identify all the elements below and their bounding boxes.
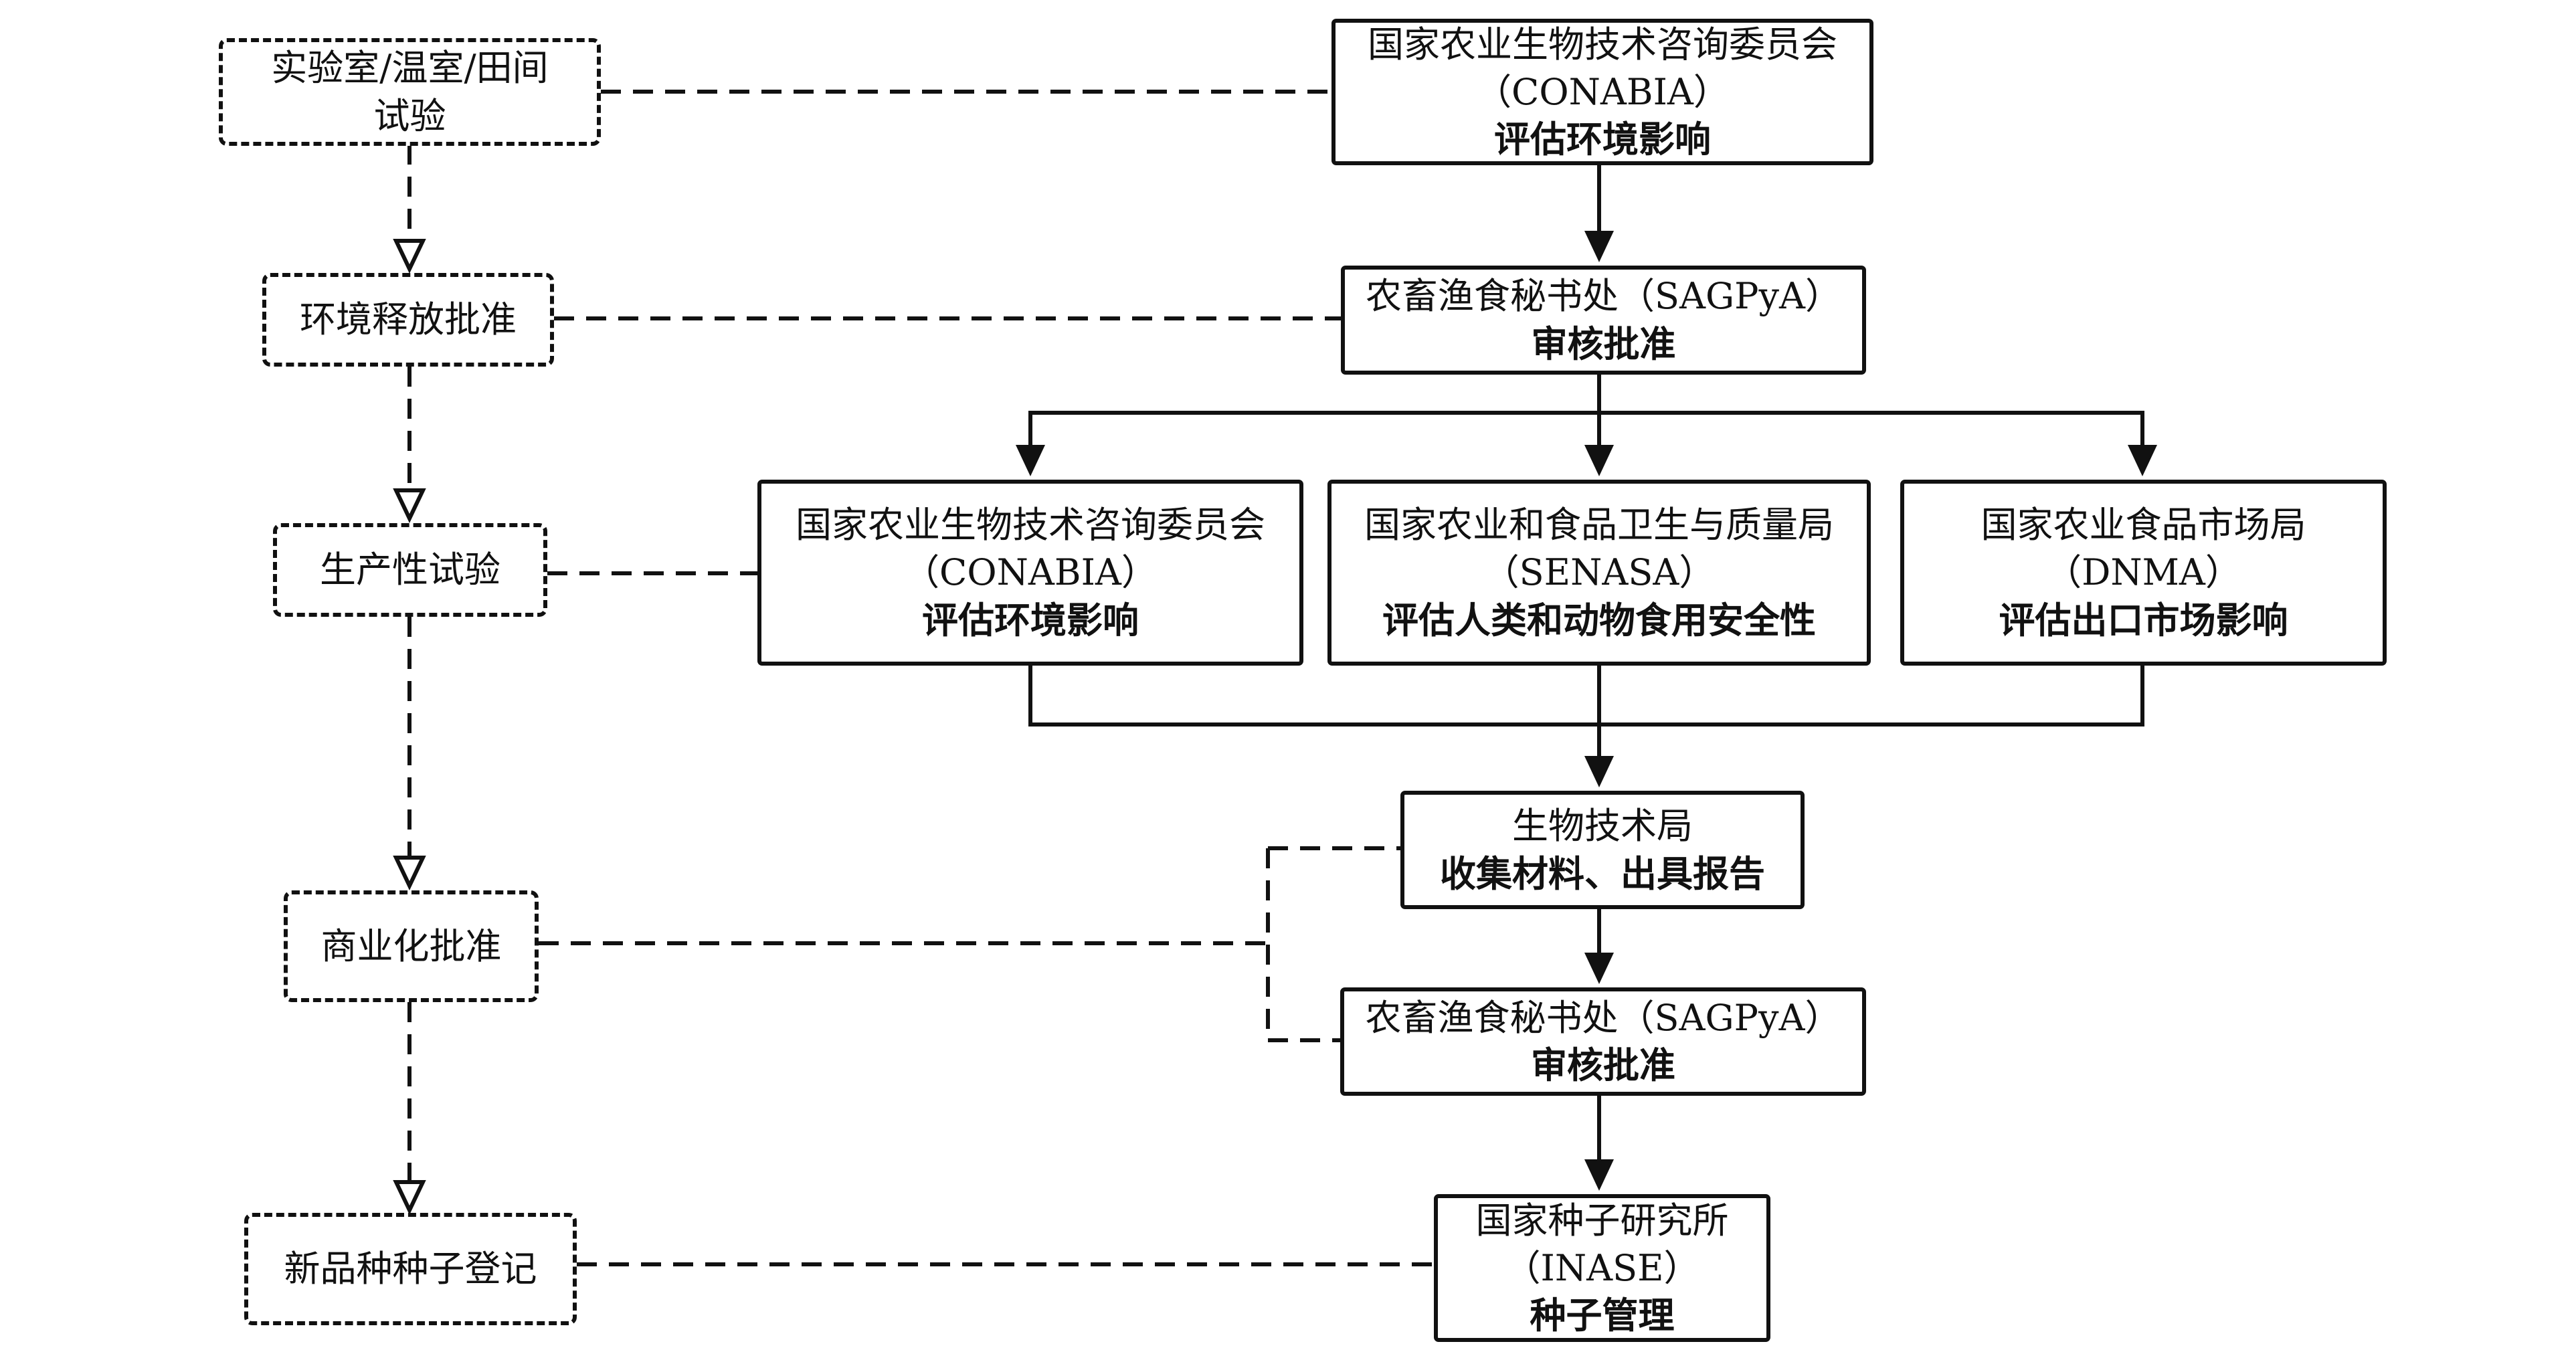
agency-biotech-office-name: 生物技术局: [1512, 805, 1693, 848]
hollow-arrowhead: [393, 856, 426, 890]
hollow-arrowhead: [393, 488, 426, 523]
agency-biotech-office-task: 收集材料、出具报告: [1440, 852, 1765, 895]
hollow-arrowhead: [393, 1180, 426, 1215]
agency-sagpya-top: 农畜渔食秘书处（SAGPyA） 审核批准: [1341, 266, 1866, 375]
agency-conabia-top-name: 国家农业生物技术咨询委员会: [1368, 23, 1837, 66]
arrowhead: [1584, 756, 1614, 787]
agency-sagpya-bottom-task: 审核批准: [1531, 1044, 1675, 1086]
stage-lab-trial: 实验室/温室/田间 试验: [219, 38, 601, 146]
agency-inase-name: 国家种子研究所: [1475, 1199, 1729, 1242]
stage-lab-trial-line2: 试验: [373, 94, 446, 137]
arrowhead: [1584, 231, 1614, 262]
agency-dnma-name: 国家农业食品市场局: [1981, 504, 2306, 547]
agency-dnma: 国家农业食品市场局 （DNMA） 评估出口市场影响: [1900, 480, 2387, 666]
agency-conabia-top: 国家农业生物技术咨询委员会 （CONABIA） 评估环境影响: [1331, 19, 1873, 165]
arrowhead: [2128, 445, 2157, 476]
agency-sagpya-top-name: 农畜渔食秘书处（SAGPyA）: [1366, 275, 1841, 318]
stage-production-trial: 生产性试验: [273, 523, 547, 617]
agency-dnma-task: 评估出口市场影响: [1999, 598, 2288, 642]
agency-conabia-top-task: 评估环境影响: [1494, 118, 1711, 161]
agency-conabia-middle-abbr: （CONABIA）: [903, 551, 1158, 594]
agency-sagpya-bottom: 农畜渔食秘书处（SAGPyA） 审核批准: [1340, 987, 1866, 1096]
agency-dnma-abbr: （DNMA）: [2045, 551, 2241, 594]
arrowhead: [1584, 1159, 1614, 1191]
agency-conabia-middle: 国家农业生物技术咨询委员会 （CONABIA） 评估环境影响: [757, 480, 1303, 666]
agency-conabia-middle-task: 评估环境影响: [922, 598, 1139, 642]
agency-senasa: 国家农业和食品卫生与质量局 （SENASA） 评估人类和动物食用安全性: [1327, 480, 1871, 666]
arrowhead: [1016, 445, 1045, 476]
stage-lab-trial-line1: 实验室/温室/田间: [271, 47, 549, 90]
agency-senasa-task: 评估人类和动物食用安全性: [1382, 598, 1816, 642]
agency-conabia-top-abbr: （CONABIA）: [1475, 70, 1730, 113]
agency-inase-abbr: （INASE）: [1504, 1246, 1700, 1289]
stage-production-trial-label: 生产性试验: [320, 549, 500, 591]
agency-sagpya-bottom-name: 农畜渔食秘书处（SAGPyA）: [1365, 996, 1841, 1039]
hollow-arrowhead: [393, 239, 426, 274]
agency-inase-task: 种子管理: [1530, 1294, 1675, 1337]
agency-conabia-middle-name: 国家农业生物技术咨询委员会: [796, 504, 1265, 547]
agency-senasa-abbr: （SENASA）: [1483, 551, 1716, 594]
arrowhead: [1584, 445, 1614, 476]
stage-seed-registration-label: 新品种种子登记: [284, 1248, 537, 1290]
stage-commercial-approval: 商业化批准: [284, 890, 539, 1002]
stage-seed-registration: 新品种种子登记: [244, 1213, 577, 1325]
arrowhead: [1584, 953, 1614, 984]
stage-environmental-release-label: 环境释放批准: [300, 298, 517, 341]
agency-inase: 国家种子研究所 （INASE） 种子管理: [1434, 1194, 1770, 1342]
agency-senasa-name: 国家农业和食品卫生与质量局: [1364, 504, 1834, 547]
agency-sagpya-top-task: 审核批准: [1531, 322, 1676, 365]
agency-biotech-office: 生物技术局 收集材料、出具报告: [1400, 791, 1805, 909]
stage-commercial-approval-label: 商业化批准: [320, 925, 502, 967]
stage-environmental-release: 环境释放批准: [262, 273, 554, 367]
